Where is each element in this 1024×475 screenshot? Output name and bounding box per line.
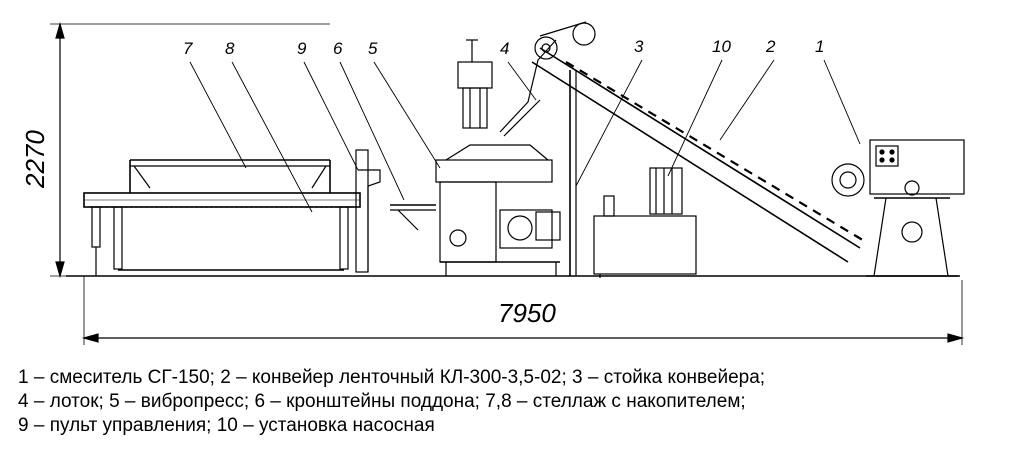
callout-6: 6 (333, 39, 343, 58)
pump-unit (593, 167, 697, 278)
control-panel (390, 204, 436, 231)
callout-5: 5 (368, 39, 378, 58)
callout-8: 8 (225, 39, 235, 58)
callout-7: 7 (183, 39, 193, 58)
callout-10: 10 (712, 37, 731, 56)
width-dimension: 7950 (81, 276, 965, 345)
conveyor-stand (569, 70, 577, 276)
vibropress (435, 39, 561, 276)
height-dimension: 2270 (20, 21, 330, 279)
legend-caption: 1 – смеситель СГ-150; 2 – конвейер ленто… (18, 366, 1008, 438)
callout-2: 2 (765, 37, 776, 56)
callout-3: 3 (634, 37, 644, 56)
callout-1: 1 (815, 37, 824, 56)
equipment-line-drawing: 2270 7950 (20, 21, 965, 345)
belt-conveyor (531, 21, 867, 263)
chute (499, 39, 557, 137)
legend-line: 4 – лоток; 5 – вибропресс; 6 – кронштейн… (18, 391, 746, 412)
callout-leaders (189, 59, 861, 213)
callout-9: 9 (297, 39, 307, 58)
height-dimension-label: 2270 (20, 130, 50, 189)
width-dimension-label: 7950 (498, 298, 556, 328)
legend-line: 9 – пульт управления; 10 – установка нас… (18, 415, 435, 436)
mixer (866, 139, 965, 277)
rack-with-accumulator (83, 149, 381, 276)
callout-4: 4 (500, 39, 509, 58)
legend-line: 1 – смеситель СГ-150; 2 – конвейер ленто… (18, 367, 766, 388)
callout-numbers: 7 8 9 6 5 4 3 10 2 1 (183, 37, 824, 58)
